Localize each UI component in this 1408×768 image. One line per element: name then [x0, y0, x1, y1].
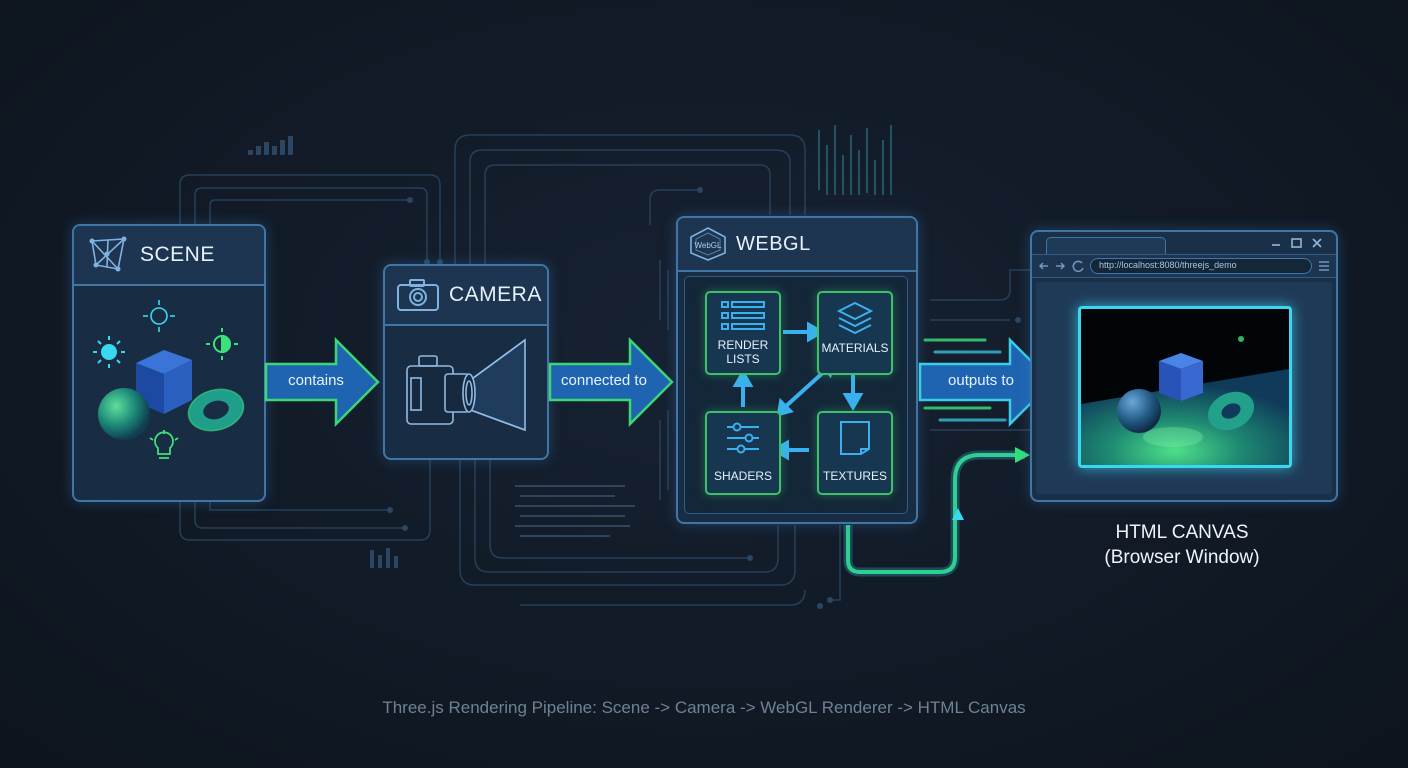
- renderer-title: WEBGL RENDERER: [736, 233, 852, 307]
- materials-label: MATERIALS: [821, 341, 889, 355]
- connected-to-label: connected to: [561, 372, 647, 389]
- browser-viewport: [1036, 282, 1332, 494]
- contains-arrow: [264, 336, 380, 428]
- rendered-3d-scene: [1081, 336, 1289, 465]
- scene-graph-icon: [89, 236, 127, 272]
- textures-box[interactable]: TEXTURES: [817, 411, 893, 495]
- scene-panel: SCENE: [72, 224, 266, 502]
- camera-panel: CAMERA: [383, 264, 549, 460]
- reload-icon: [1072, 260, 1084, 273]
- camera-icon: [397, 279, 439, 311]
- light-bulb-icon: [149, 430, 179, 459]
- footer-caption: Three.js Rendering Pipeline: Scene -> Ca…: [382, 698, 1026, 717]
- forward-icon: [1056, 262, 1066, 270]
- list-icon: [721, 301, 765, 330]
- sun-light-icon: [93, 336, 125, 368]
- contains-label: contains: [288, 372, 344, 389]
- back-icon: [1038, 262, 1048, 270]
- browser-tab[interactable]: [1046, 237, 1166, 255]
- browser-window: http://localhost:8080/threejs_demo: [1030, 230, 1338, 502]
- canvas-caption: HTML CANVAS (Browser Window): [1080, 520, 1284, 570]
- sliders-icon: [727, 422, 759, 454]
- scene-title: SCENE: [140, 243, 215, 266]
- renderer-panel: WebGL WEBGL RENDERER: [676, 216, 918, 524]
- textures-label: TEXTURES: [822, 469, 887, 483]
- canvas-caption-line1: HTML CANVAS: [1115, 522, 1249, 543]
- layers-icon: [836, 301, 874, 335]
- scene-objects-illustration: [93, 300, 245, 459]
- directional-light-icon: [206, 328, 238, 360]
- renderer-panel-header: WebGL WEBGL RENDERER: [678, 218, 916, 307]
- close-icon: [1312, 238, 1322, 248]
- nav-buttons[interactable]: [1038, 259, 1092, 273]
- webgl-logo-text: WebGL: [695, 241, 723, 250]
- point-light-icon: [143, 300, 175, 332]
- canvas-torus: [1207, 391, 1255, 431]
- maximize-icon: [1291, 238, 1302, 248]
- canvas-cube: [1159, 353, 1203, 401]
- render-lists-label: RENDER LISTS: [717, 338, 769, 366]
- camera-illustration: [406, 338, 526, 432]
- canvas-caption-line2: (Browser Window): [1104, 547, 1260, 568]
- camera-panel-header: CAMERA: [385, 266, 547, 326]
- shaders-label: SHADERS: [713, 469, 772, 483]
- materials-box[interactable]: MATERIALS: [817, 291, 893, 375]
- window-controls: [1272, 238, 1322, 248]
- camera-title: CAMERA: [449, 283, 542, 306]
- renderer-inner-area: RENDER LISTS MATERIALS: [684, 276, 908, 514]
- connected-to-arrow: [548, 336, 674, 428]
- webgl-logo-icon: WebGL: [690, 227, 726, 261]
- html-canvas[interactable]: [1078, 306, 1292, 468]
- texture-icon: [840, 421, 870, 455]
- outputs-to-label: outputs to: [948, 372, 1014, 389]
- shaders-box[interactable]: SHADERS: [705, 411, 781, 495]
- menu-icon[interactable]: [1318, 260, 1330, 272]
- torus-shape: [187, 388, 245, 432]
- scene-panel-header: SCENE: [74, 226, 264, 286]
- browser-toolbar: http://localhost:8080/threejs_demo: [1032, 254, 1336, 278]
- address-bar[interactable]: http://localhost:8080/threejs_demo: [1090, 258, 1312, 274]
- canvas-sphere: [1117, 389, 1161, 433]
- browser-titlebar: [1032, 232, 1336, 255]
- url-text: http://localhost:8080/threejs_demo: [1099, 260, 1237, 270]
- render-lists-box[interactable]: RENDER LISTS: [705, 291, 781, 375]
- sphere-shape: [98, 388, 150, 440]
